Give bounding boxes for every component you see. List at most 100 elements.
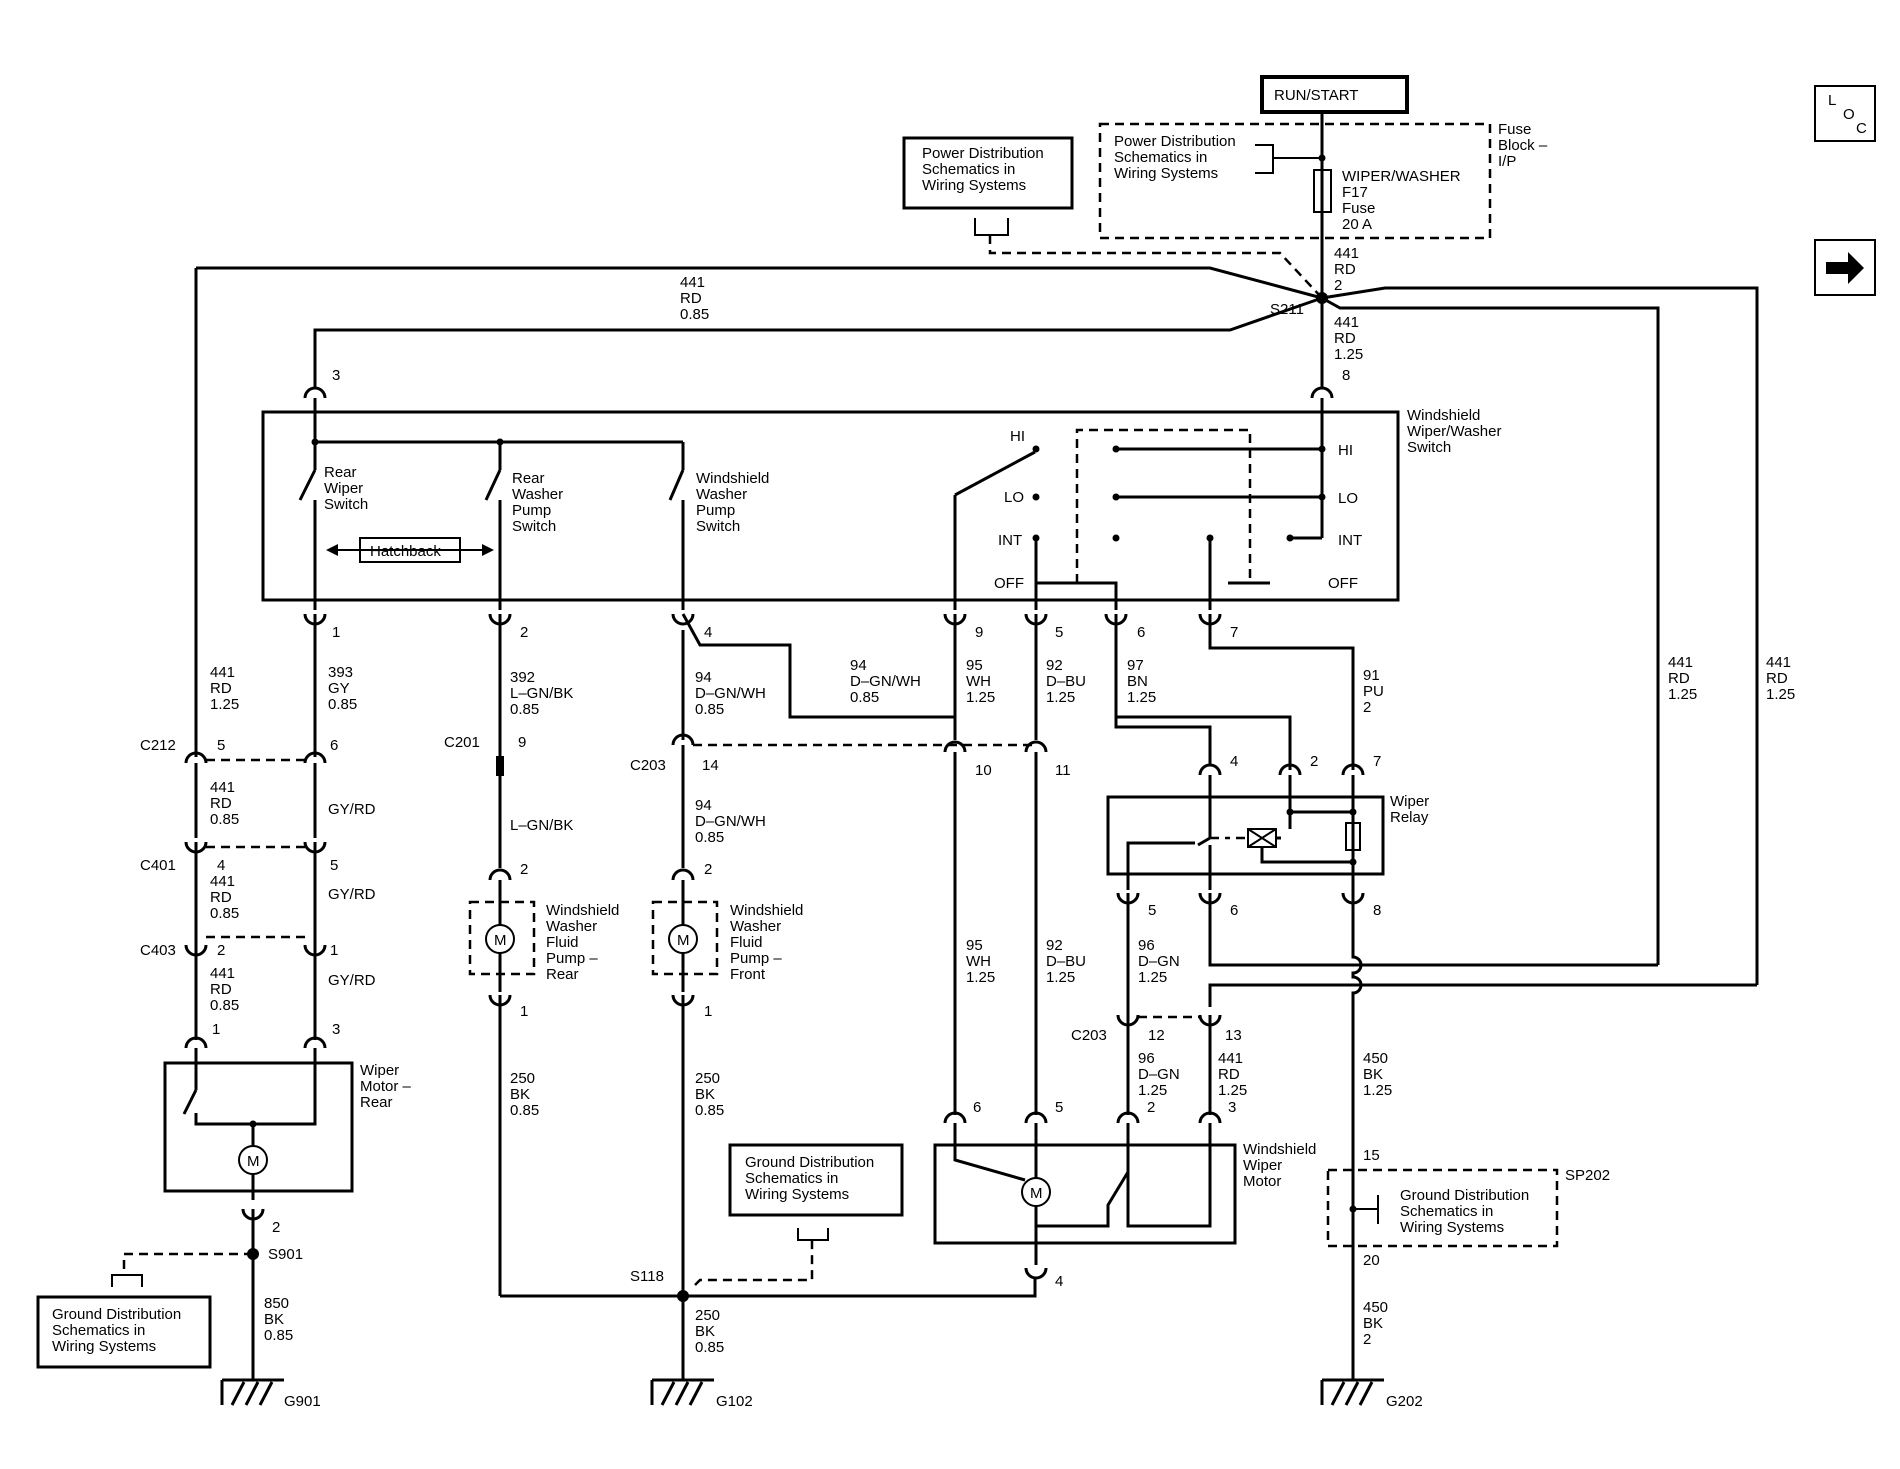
pin-c201-9: 9 [518,734,526,751]
wire-441-switch: 441 RD 1.25 [1334,314,1363,363]
wire-92-top: 92 D–BU 1.25 [1046,657,1090,706]
wire-441-top-label: 441 RD 0.85 [680,274,709,323]
connector-c212: C212 [140,737,176,754]
ground-g202-label: G202 [1386,1393,1423,1410]
pin-relay-6: 6 [1230,902,1238,919]
wire-gyrd-3: GY/RD [328,972,376,989]
pin-c212-6: 6 [330,737,338,754]
rear-washer-switch-label: Rear Washer Pump Switch [512,470,567,535]
splice-s901-label: S901 [268,1246,303,1263]
pin-relay-5: 5 [1148,902,1156,919]
wire-250-c: 250 BK 0.85 [695,1307,724,1356]
windshield-wiper-washer-switch [261,410,1400,602]
wire-gyrd-1: GY/RD [328,801,376,818]
wire-441-c212: 441 RD 0.85 [210,779,239,828]
wire-441-r2 [1321,286,1759,985]
pin-wm-6: 6 [973,1099,981,1116]
wiper-mode-switch [954,450,1036,497]
splice-pack-sp202 [1326,1168,1559,1248]
pin-3: 3 [332,367,340,384]
pin-wm-2: 2 [1147,1099,1155,1116]
ground-dist-ref-mid[interactable] [728,1143,904,1217]
washer-pump-rear-label: Windshield Washer Fluid Pump – Rear [546,902,624,983]
wire-91: 91 PU 2 [1363,667,1388,716]
rear-wiper-switch [298,469,317,501]
wire-441-r2-label: 441 RD 1.25 [1766,654,1795,703]
pin-wm-3: 3 [1228,1099,1236,1116]
right-arrow-icon [1826,252,1864,284]
pin-c401-4: 4 [217,857,225,874]
ws-motor-m: M [1030,1185,1043,1202]
mode-off-left: OFF [994,575,1024,592]
ground-g901-icon [220,1378,284,1406]
loc-button[interactable]: L O C [1814,85,1876,142]
next-page-button[interactable] [1814,239,1876,296]
ground-dist-ref-right[interactable]: Ground Distribution Schematics in Wiring… [1400,1187,1533,1236]
wire-441-left: 441 RD 1.25 [210,664,239,713]
mode-lo-right: LO [1338,490,1358,507]
wire-441-r1-label: 441 RD 1.25 [1668,654,1697,703]
pin-rp-1: 1 [520,1003,528,1020]
pin-relay-2: 2 [1310,753,1318,770]
pin-c203-12: 12 [1148,1027,1165,1044]
wire-96-b: 96 D–GN 1.25 [1138,1050,1184,1099]
loc-letter-o: O [1843,106,1855,123]
wire-441-top-left [196,266,1323,300]
windshield-washer-pump-switch [668,469,685,501]
pds-ref-outer[interactable] [902,136,1074,210]
ground-g901-label: G901 [284,1393,321,1410]
pin-sp-20: 20 [1363,1252,1380,1269]
hatchback-indicator: Hatchback [326,537,494,563]
mode-int-right: INT [1338,532,1362,549]
mode-hi-right: HI [1338,442,1353,459]
pin-c212-5: 5 [217,737,225,754]
pin-c403-2: 2 [217,942,225,959]
wiper-motor-rear [163,1061,354,1193]
wire-96-a: 96 D–GN 1.25 [1138,937,1184,986]
svg-text:Ground Distribution Schema: Ground Distribution Schematics in Wiring… [52,1306,185,1355]
ground-g102-icon [650,1378,714,1406]
rear-wiper-switch-label: Rear Wiper Switch [324,464,368,513]
pin-sp-15: 15 [1363,1147,1380,1164]
pin-fp-2: 2 [704,861,712,878]
pin-wm-4: 4 [1055,1273,1063,1290]
windshield-wiper-motor [933,1143,1237,1245]
mode-int-left: INT [998,532,1022,549]
washer-pump-front [651,900,719,976]
pin-relay-8: 8 [1373,902,1381,919]
wire-250-b: 250 BK 0.85 [695,1070,724,1119]
pin-fp-1: 1 [704,1003,712,1020]
wire-441-m: 441 RD 1.25 [1218,1050,1247,1099]
wire-94-c: 94 D–GN/WH 0.85 [695,797,770,846]
wiper-motor-rear-label: Wiper Motor – Rear [360,1062,415,1111]
pin-relay-4: 4 [1230,753,1238,770]
wire-450-a: 450 BK 1.25 [1363,1050,1392,1099]
connector-c203: C203 [630,757,666,774]
pin-rp-2: 2 [520,861,528,878]
wire-392: 392 L–GN/BK 0.85 [510,669,578,718]
connector-c403: C403 [140,942,176,959]
wire-92-low: 92 D–BU 1.25 [1046,937,1090,986]
pin-c203-10: 10 [975,762,992,779]
wire-gyrd-2: GY/RD [328,886,376,903]
ws-washer-switch-label: Windshield Washer Pump Switch [696,470,774,535]
pin-relay-7: 7 [1373,753,1381,770]
wire-94-b: 94 D–GN/WH 0.85 [850,657,925,706]
run-start-label: RUN/START [1274,87,1358,104]
ground-dist-ref-left[interactable] [36,1295,212,1369]
mode-lo-left: LO [1004,489,1024,506]
svg-text:Ground Distribution Schema: Ground Distribution Schematics in Wiring… [745,1154,878,1203]
wiper-relay [1106,795,1385,876]
connector-c201: C201 [444,734,480,751]
pin-wm-5: 5 [1055,1099,1063,1116]
wire-850: 850 BK 0.85 [264,1295,293,1344]
pin-8: 8 [1342,367,1350,384]
connector-c401: C401 [140,857,176,874]
pds-ref-inner: Power Distribution Schematics in Wiring … [1114,133,1240,182]
ground-g102-label: G102 [716,1393,753,1410]
switch-title: Windshield Wiper/Washer Switch [1407,407,1506,456]
pin-6: 6 [1137,624,1145,641]
mode-hi-left: HI [1010,428,1025,445]
pin-9: 9 [975,624,983,641]
